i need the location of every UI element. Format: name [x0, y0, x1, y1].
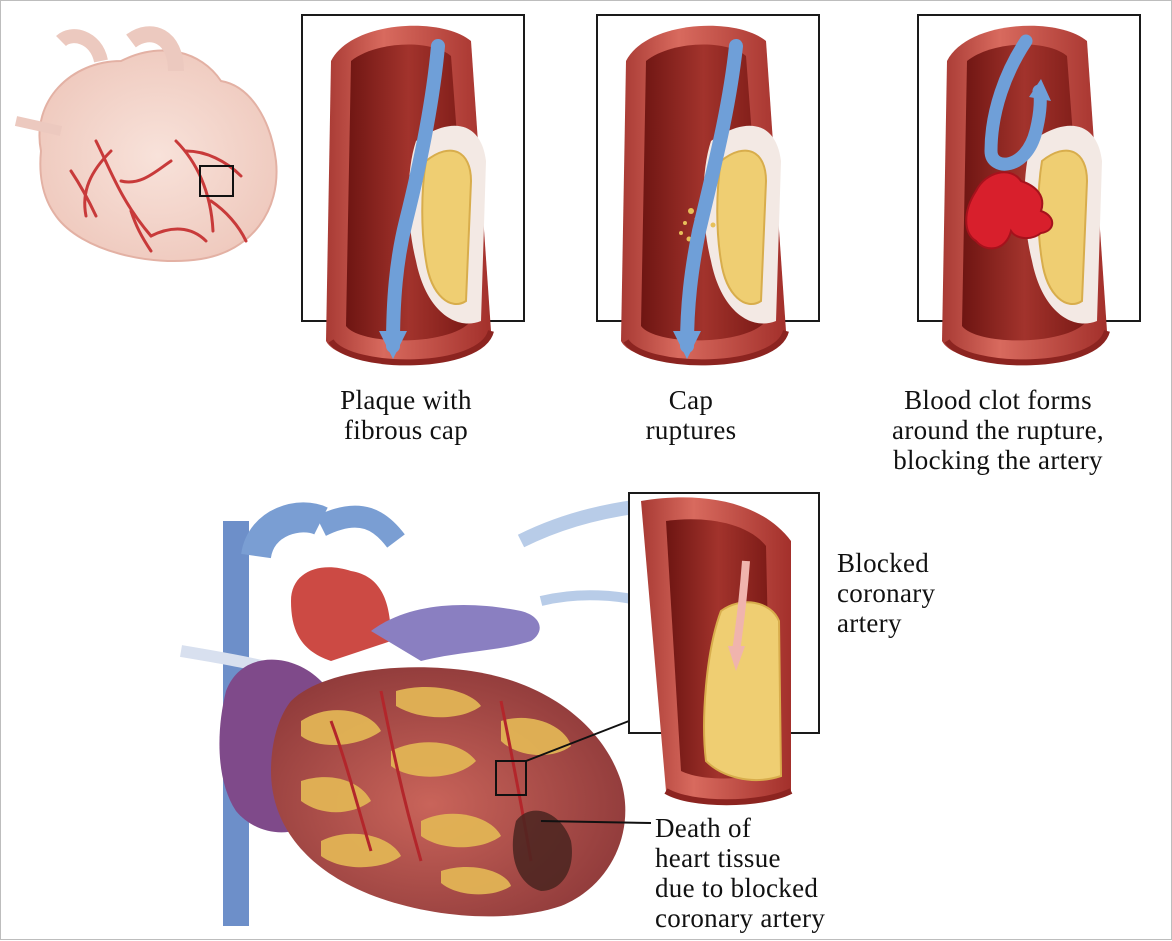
caption-cap-ruptures: Cap ruptures: [616, 385, 766, 445]
caption-line: heart tissue: [655, 843, 825, 873]
caption-line: artery: [837, 608, 935, 638]
caption-line: ruptures: [616, 415, 766, 445]
panel-clot: [918, 15, 1140, 362]
caption-plaque-with-fibrous-cap: Plaque with fibrous cap: [301, 385, 511, 445]
panel-rupture: [597, 15, 819, 362]
caption-death-of-heart-tissue: Death of heart tissue due to blocked cor…: [655, 813, 825, 933]
panel-blocked-artery: [629, 493, 819, 802]
caption-line: blocking the artery: [833, 445, 1163, 475]
caption-line: Plaque with: [301, 385, 511, 415]
caption-line: Blood clot forms: [833, 385, 1163, 415]
caption-line: coronary: [837, 578, 935, 608]
caption-line: coronary artery: [655, 903, 825, 933]
small-heart-illustration: [16, 34, 277, 261]
large-heart-illustration: [181, 506, 651, 926]
caption-line: around the rupture,: [833, 415, 1163, 445]
panel-plaque: [302, 15, 524, 362]
caption-blocked-coronary-artery: Blocked coronary artery: [837, 548, 935, 638]
caption-line: fibrous cap: [301, 415, 511, 445]
caption-line: Blocked: [837, 548, 935, 578]
caption-line: Death of: [655, 813, 825, 843]
caption-line: Cap: [616, 385, 766, 415]
caption-line: due to blocked: [655, 873, 825, 903]
caption-blood-clot: Blood clot forms around the rupture, blo…: [833, 385, 1163, 475]
